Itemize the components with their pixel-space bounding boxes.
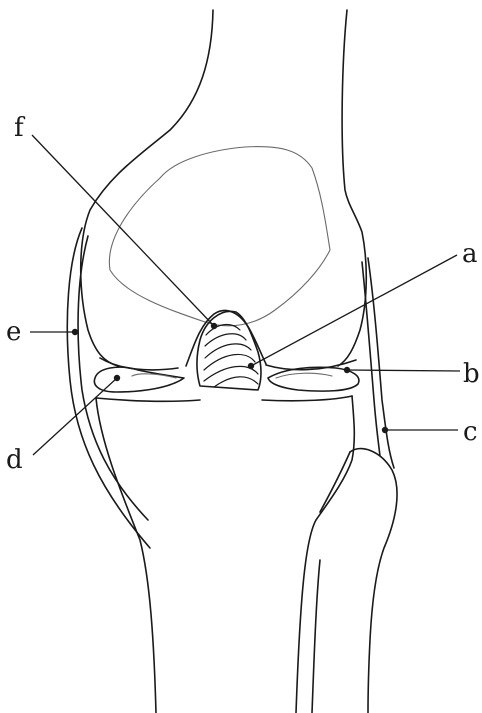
femur-right-outline: [338, 10, 366, 366]
lateral-meniscus-inner: [276, 373, 332, 378]
fibula-head: [350, 449, 397, 713]
label-c: c: [463, 417, 478, 447]
tibia-outline-right: [296, 396, 354, 713]
label-e: e: [6, 317, 21, 347]
fibula-shaft-inner: [312, 560, 320, 713]
leader-a: [248, 255, 457, 369]
medial-collateral-ligament-inner: [78, 236, 148, 520]
intercondylar-notch: [186, 311, 266, 366]
lateral-collateral-ligament-outer: [368, 258, 394, 468]
label-f: f: [14, 113, 26, 143]
label-d: d: [6, 445, 23, 475]
leader-c: [382, 427, 458, 433]
label-b: b: [463, 359, 480, 389]
medial-collateral-ligament-outer: [67, 228, 150, 548]
fibula-medial-edge: [320, 452, 350, 512]
leader-d: [33, 375, 120, 455]
medial-meniscus: [94, 367, 184, 392]
leader-f: [32, 135, 217, 329]
tibial-plateau: [96, 396, 352, 401]
cruciate-ligament: [197, 311, 261, 390]
patella-outline: [109, 147, 330, 326]
leader-e: [30, 329, 78, 335]
leader-b: [344, 367, 460, 373]
tibia-outline-left: [96, 398, 156, 713]
lateral-collateral-ligament-inner: [362, 262, 380, 456]
label-a: a: [462, 239, 478, 269]
femur-outline: [81, 10, 213, 366]
